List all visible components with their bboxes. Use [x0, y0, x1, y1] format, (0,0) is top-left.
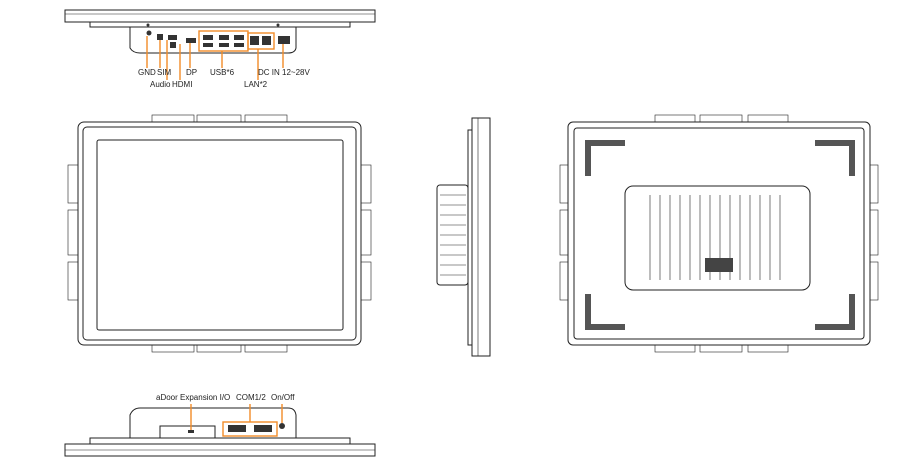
label-lan: LAN*2	[244, 80, 268, 89]
label-dp: DP	[186, 68, 197, 77]
lan-callout-box	[247, 32, 275, 50]
label-gnd: GND	[138, 68, 156, 77]
label-audio: Audio	[150, 80, 171, 89]
rear-view	[559, 114, 879, 353]
front-view	[67, 114, 372, 353]
side-view	[436, 117, 491, 357]
top-view: GND SIM Audio HDMI DP USB*6 LAN*2 DC IN …	[64, 9, 376, 89]
label-on-off: On/Off	[271, 393, 295, 402]
label-hdmi: HDMI	[172, 80, 192, 89]
label-expansion-io: aDoor Expansion I/O	[156, 393, 230, 402]
usb-callout-box	[198, 30, 249, 52]
heatsink-fins	[649, 195, 781, 280]
io-ports	[146, 30, 290, 48]
label-com: COM1/2	[236, 393, 266, 402]
bottom-view: aDoor Expansion I/O COM1/2 On/Off	[64, 393, 376, 457]
label-sim: SIM	[157, 68, 172, 77]
expansion-slot	[159, 425, 216, 439]
label-usb: USB*6	[210, 68, 235, 77]
label-dc-in: DC IN 12~28V	[258, 68, 310, 77]
vent-patterns	[585, 140, 855, 330]
